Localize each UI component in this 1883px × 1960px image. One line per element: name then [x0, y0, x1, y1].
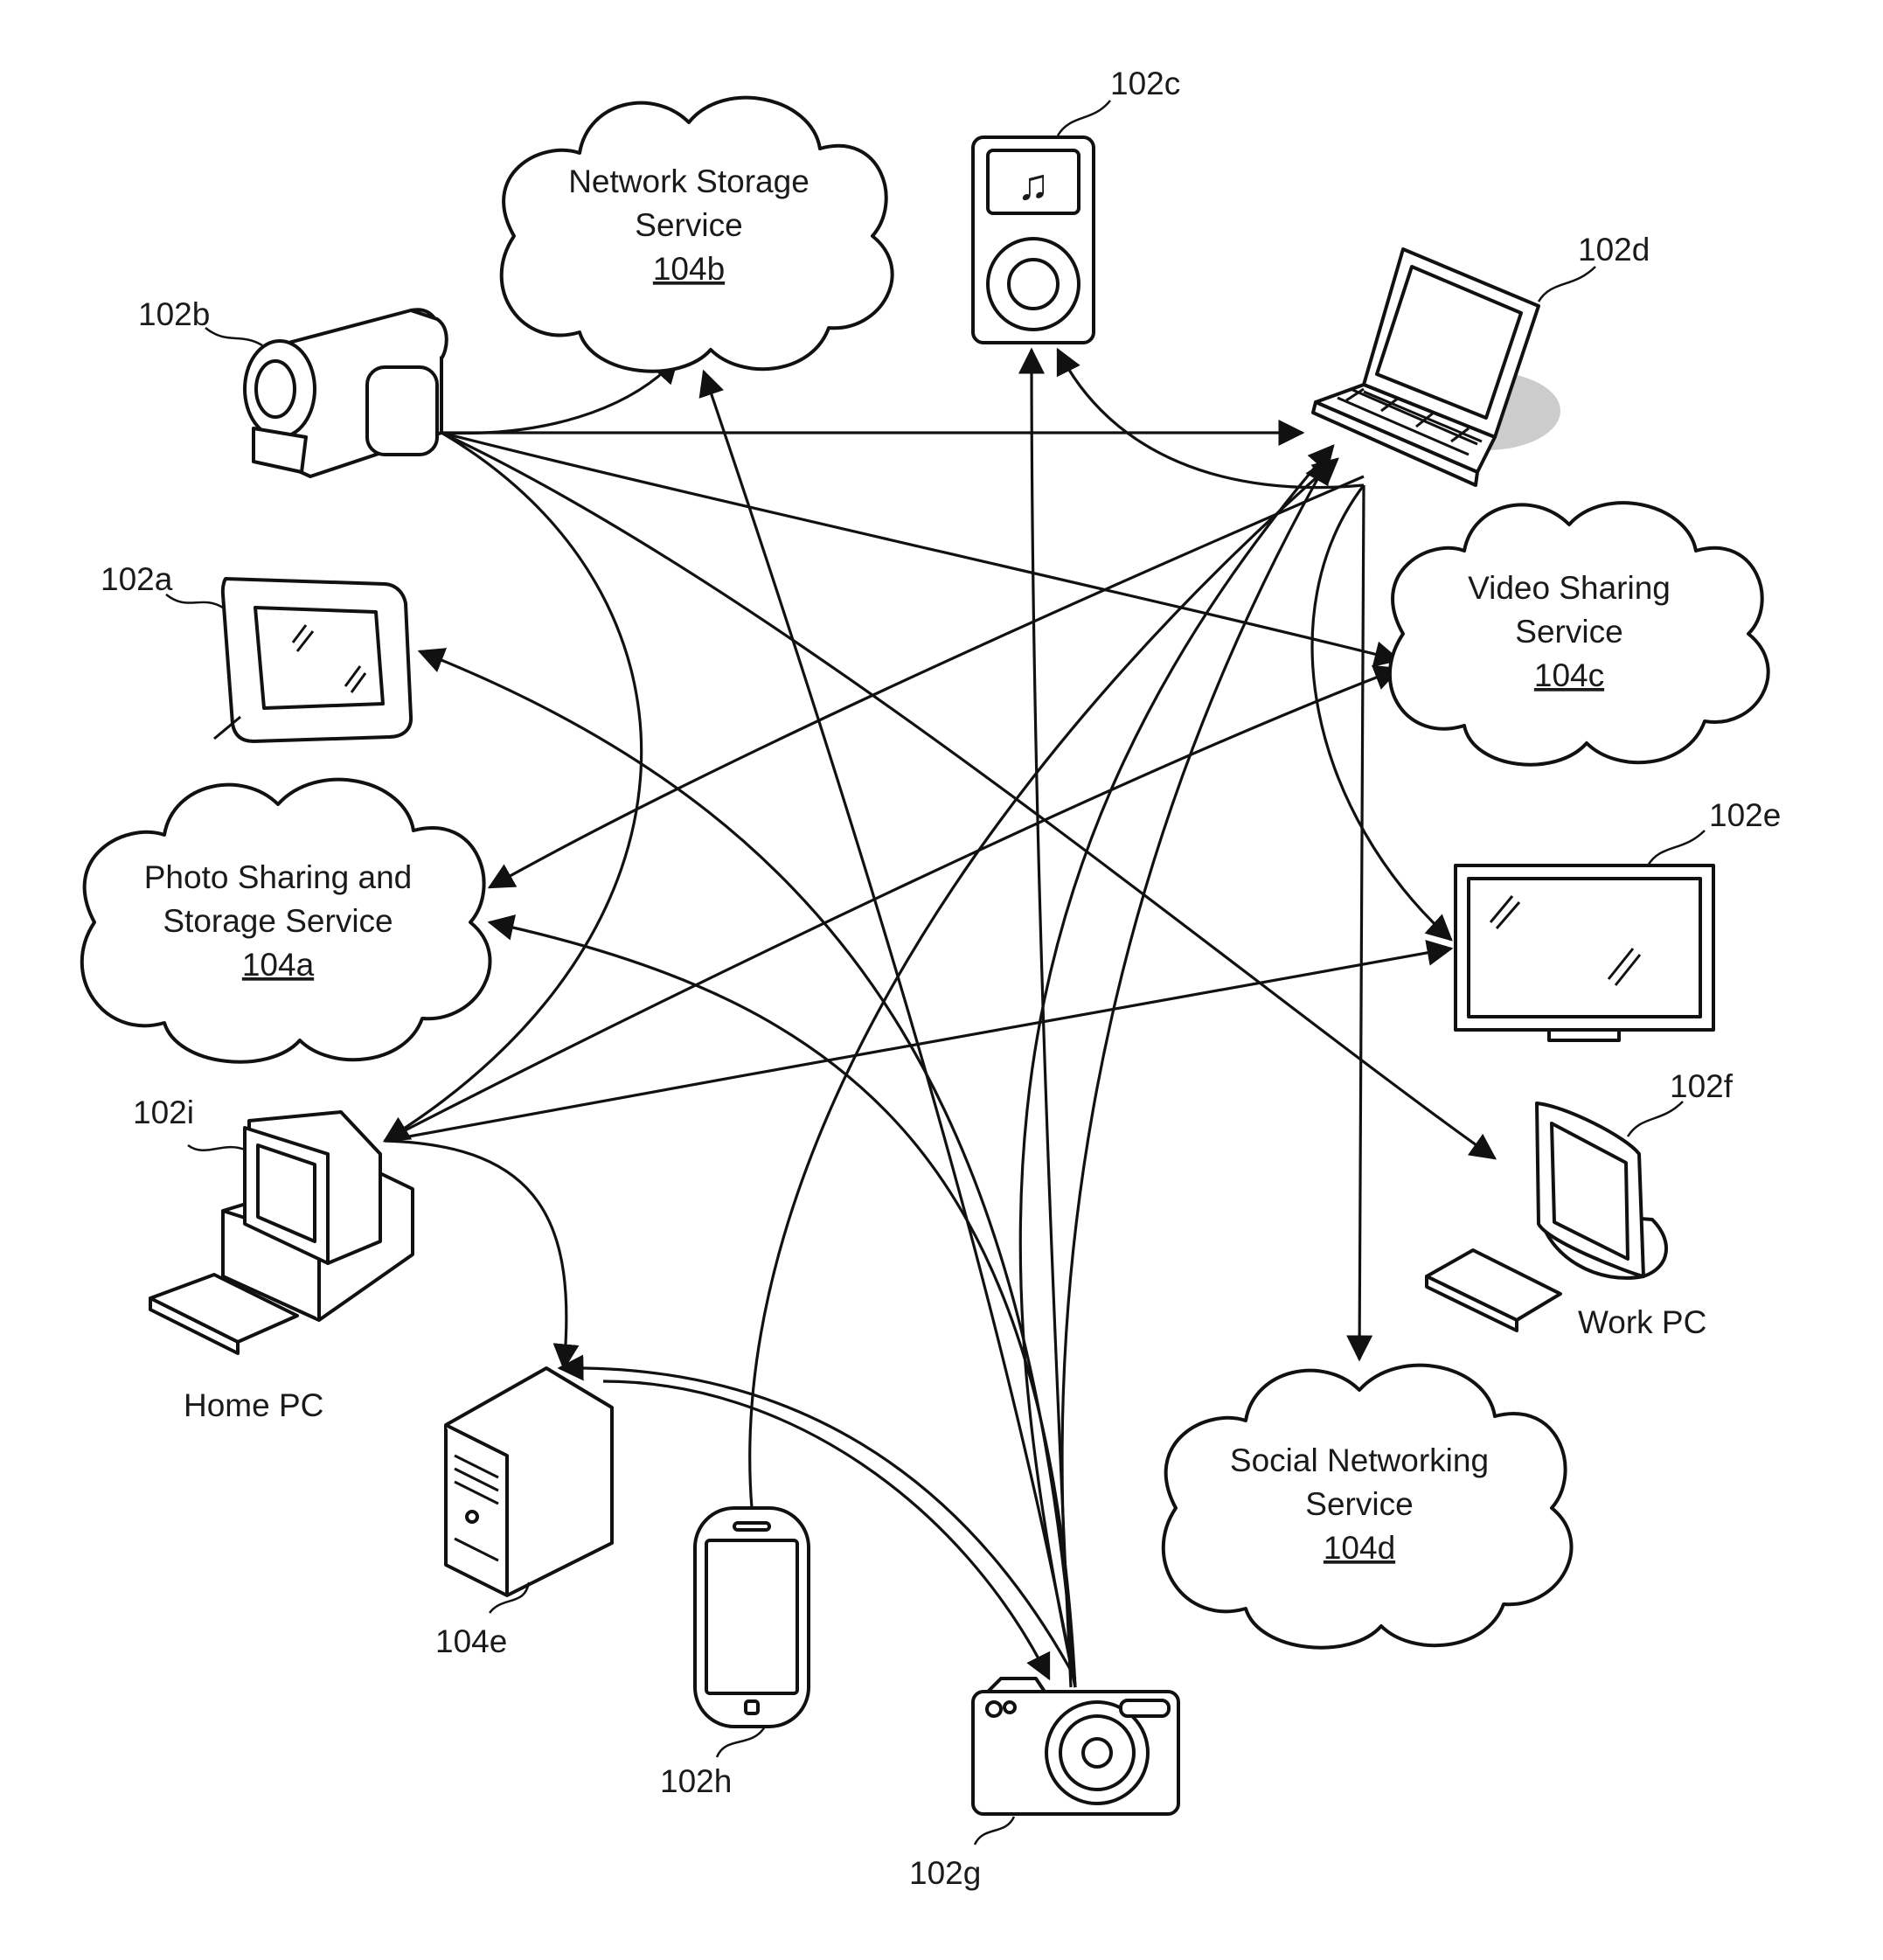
camcorder-label: 102b — [138, 296, 210, 332]
cloud-line2: Service — [635, 207, 742, 243]
work-pc-icon — [1427, 1103, 1666, 1331]
laptop-icon — [1313, 249, 1560, 485]
cloud-network-storage: Network Storage Service 104b — [502, 98, 893, 372]
edge-camcorder-work-pc — [441, 433, 1495, 1158]
cloud-line1: Video Sharing — [1468, 570, 1671, 606]
cloud-ref: 104b — [653, 251, 725, 287]
cloud-ref: 104a — [242, 947, 315, 983]
phone-label: 102h — [660, 1763, 732, 1799]
work-pc-label: Work PC — [1578, 1304, 1706, 1340]
cloud-ref: 104d — [1324, 1530, 1395, 1566]
server-label: 104e — [435, 1623, 507, 1659]
server-icon — [446, 1368, 612, 1595]
leader-phone — [717, 1727, 765, 1757]
edge-laptop-social-networking — [1359, 485, 1364, 1359]
edge-home-pc-video-sharing — [385, 669, 1399, 1141]
cloud-social-networking: Social Networking Service 104d — [1164, 1366, 1572, 1648]
camcorder-icon — [245, 309, 447, 476]
home-pc-label: Home PC — [184, 1387, 323, 1423]
cloud-line2: Service — [1515, 614, 1622, 650]
edge-camera-server — [559, 1368, 1075, 1679]
leader-camera — [975, 1817, 1014, 1845]
cloud-line2: Service — [1305, 1486, 1413, 1522]
cloud-ref: 104c — [1534, 657, 1604, 693]
tv-icon — [1456, 865, 1713, 1040]
leader-camcorder — [205, 328, 262, 345]
laptop-label: 102d — [1578, 232, 1650, 268]
edge-laptop-photo-sharing — [490, 476, 1364, 887]
leader-home-pc — [188, 1145, 245, 1150]
leader-media-player — [1058, 101, 1110, 136]
work-pc-ref-label: 102f — [1670, 1068, 1734, 1104]
home-pc-icon — [150, 1112, 413, 1353]
leader-laptop — [1539, 267, 1595, 302]
phone-icon — [695, 1508, 809, 1727]
leader-tv — [1648, 831, 1705, 865]
cloud-video-sharing: Video Sharing Service 104c — [1390, 503, 1768, 764]
music-note-icon: ♫ — [1017, 160, 1050, 209]
edge-camcorder-video-sharing — [441, 433, 1399, 660]
cloud-line2: Storage Service — [163, 903, 393, 939]
media-player-label: 102c — [1110, 66, 1180, 101]
leader-photo-frame — [166, 594, 223, 608]
edge-laptop-media-player — [1058, 350, 1364, 488]
cloud-line1: Network Storage — [568, 163, 809, 199]
tv-label: 102e — [1709, 797, 1781, 833]
camera-label: 102g — [909, 1855, 981, 1891]
cloud-photo-sharing: Photo Sharing and Storage Service 104a — [82, 780, 490, 1062]
photo-frame-label: 102a — [101, 561, 173, 597]
camera-icon — [973, 1679, 1178, 1814]
edge-camcorder-home-pc — [385, 433, 642, 1141]
home-pc-ref-label: 102i — [133, 1095, 194, 1130]
media-player-icon: ♫ — [973, 137, 1094, 343]
cloud-line1: Social Networking — [1230, 1442, 1489, 1478]
leader-work-pc — [1628, 1102, 1683, 1136]
cloud-line1: Photo Sharing and — [144, 859, 413, 895]
photo-frame-icon — [214, 579, 411, 741]
